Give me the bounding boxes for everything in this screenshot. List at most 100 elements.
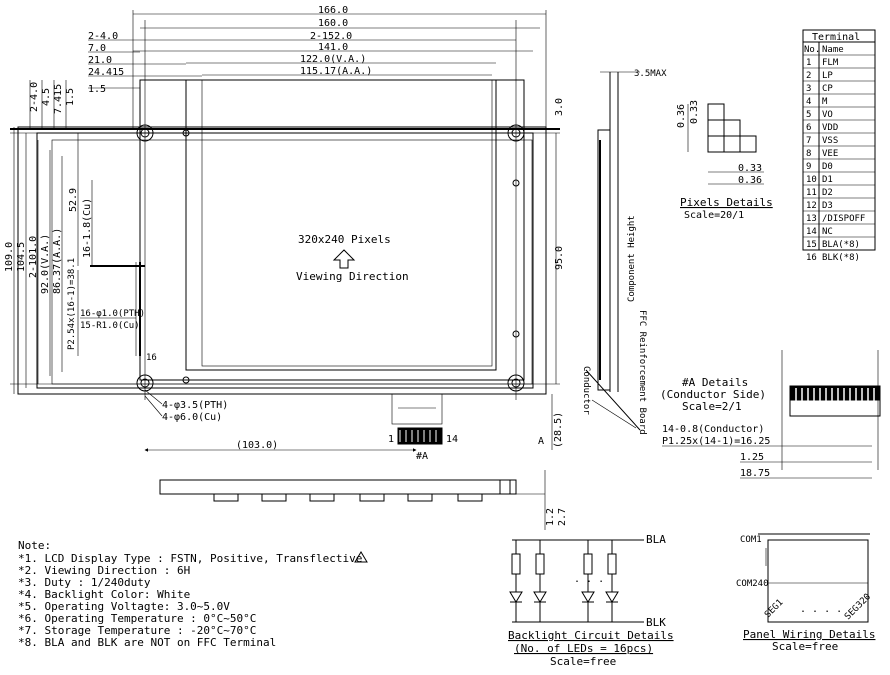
warning-icon (354, 551, 368, 563)
bottom-view: 1.2 2.7 (159, 470, 568, 530)
pixels-detail: 0.36 0.33 0.33 0.36 Pixels Details Scale… (676, 100, 773, 221)
dim-1-2: 1.2 (545, 508, 556, 526)
bla-label: BLA (646, 533, 666, 546)
note-item: *5. Operating Voltagte: 3.0~5.0V (18, 600, 230, 613)
ffc-board-label: FFC Reinforcement Board (637, 310, 647, 435)
dim-28-5: (28.5) (553, 412, 564, 448)
bezel-outline (36, 132, 534, 389)
a-dim-conductor: 14-0.8(Conductor) (662, 424, 764, 435)
viewing-label: Viewing Direction (296, 270, 409, 283)
com240-label: COM240 (736, 579, 769, 589)
dim-141: 141.0 (318, 42, 348, 53)
pin-16-label: 16 (146, 353, 157, 363)
backlight-scale: Scale=free (550, 655, 616, 668)
a-dim-1-25: 1.25 (740, 452, 764, 463)
dim-3-5-max: 3.5MAX (634, 69, 667, 79)
terminal-no: 6 (806, 123, 811, 133)
conductor-label: Conductor (581, 366, 591, 415)
terminal-name: D0 (822, 162, 833, 172)
notes: Note: *1. LCD Display Type : FSTN, Posit… (18, 539, 362, 649)
viewing-area (185, 79, 497, 371)
led-branch (509, 540, 523, 622)
dim-v-1-5: 1.5 (65, 88, 76, 106)
pad-strip (90, 262, 145, 356)
backlight-subtitle: (No. of LEDs = 16pcs) (514, 642, 653, 655)
dim-86-aa: 86.37(A.A.) (52, 228, 63, 294)
a-details-scale: Scale=2/1 (682, 400, 742, 413)
terminal-header-no: No. (804, 45, 820, 55)
vertical-dims: 109.0 104.5 2-101.0 92.0(V.A.) 86.37(A.A… (4, 127, 93, 394)
terminal-name: VEE (822, 149, 838, 159)
inner-outline (51, 139, 533, 385)
left-dimensions: 2-4.0 7.0 21.0 24.415 1.5 (88, 31, 202, 95)
terminal-name: NC (822, 227, 833, 237)
panel-wiring: COM1 COM240 SEG1 SEG320 . . . . Panel Wi… (736, 533, 875, 653)
dim-104-5: 104.5 (16, 242, 27, 272)
dim-v-2-4: 2-4.0 (29, 82, 40, 112)
led-branch (605, 540, 619, 622)
seg320-label: SEG320 (843, 592, 873, 622)
a-details-title: #A Details (682, 376, 748, 389)
dim-21: 21.0 (88, 55, 112, 66)
dim-16-1-8: 16-1.8(Cu) (82, 198, 93, 258)
fpc-pin-14: 14 (446, 434, 458, 445)
pixels-details-scale: Scale=20/1 (684, 210, 744, 221)
note-holes-cu: 4-φ6.0(Cu) (162, 412, 222, 423)
pix-dim-036b: 0.36 (738, 175, 762, 186)
note-item: *8. BLA and BLK are NOT on FFC Terminal (18, 636, 276, 649)
vertical-small-dims: 2-4.0 4.5 7.415 1.5 (29, 80, 76, 130)
panel-wiring-scale: Scale=free (772, 640, 838, 653)
backlight-title: Backlight Circuit Details (508, 629, 674, 642)
terminal-no: 11 (806, 188, 817, 198)
terminal-no: 5 (806, 110, 811, 120)
terminal-name: VDD (822, 123, 838, 133)
note-item: *4. Backlight Color: White (18, 588, 190, 601)
note-item: *2. Viewing Direction : 6H (18, 564, 190, 577)
svg-text:. . . .: . . . . (800, 604, 842, 615)
terminal-header-name: Name (822, 45, 844, 55)
pix-dim-036: 0.36 (676, 104, 687, 128)
terminal-no: 14 (806, 227, 817, 237)
terminal-no: 4 (806, 97, 811, 107)
dim-2-7: 2.7 (557, 508, 568, 526)
dim-pitch: P2.54x(16-1)=38.1 (67, 258, 77, 350)
dim-7: 7.0 (88, 43, 106, 54)
blk-label: BLK (646, 616, 666, 629)
a-details: #A Details (Conductor Side) Scale=2/1 14… (660, 350, 881, 479)
a-dim-pitch: P1.25x(14-1)=16.25 (662, 436, 770, 447)
note-item: *3. Duty : 1/240duty (18, 576, 151, 589)
note-pth-holes: 16-φ1.0(PTH) (80, 309, 145, 319)
fpc-connector (391, 393, 443, 445)
fpc-label-a: #A (416, 451, 428, 462)
pixels-label: 320x240 Pixels (298, 233, 391, 246)
terminal-name: BLK(*8) (822, 253, 860, 263)
terminal-name: D1 (822, 175, 833, 185)
dim-24-415: 24.415 (88, 67, 124, 78)
component-height-label: Component Height (627, 215, 637, 302)
pix-dim-033: 0.33 (689, 100, 700, 124)
pix-dim-033b: 0.33 (738, 163, 762, 174)
top-dimensions: 166.0 160.0 2-152.0 141.0 122.0(V.A.) 11… (132, 5, 547, 130)
terminal-name: VO (822, 110, 833, 120)
fpc-pin-1: 1 (388, 434, 394, 445)
module-outline (139, 79, 525, 381)
dim-1-5: 1.5 (88, 84, 106, 95)
note-item: *7. Storage Temperature : -20°C~70°C (18, 624, 256, 637)
terminal-name: FLM (822, 58, 839, 68)
side-view: 3.5MAX 3.0 95.0 Component Height FFC Rei… (554, 69, 667, 435)
dim-2-152: 2-152.0 (310, 31, 352, 42)
notes-title: Note: (18, 539, 51, 552)
svg-text:. . .: . . . (574, 574, 604, 585)
terminal-no: 1 (806, 58, 811, 68)
dim-160: 160.0 (318, 18, 348, 29)
terminal-name: CP (822, 84, 833, 94)
terminal-name: D3 (822, 201, 833, 211)
seg1-label: SEG1 (763, 598, 785, 620)
terminal-name: /DISPOFF (822, 214, 865, 224)
terminal-no: 8 (806, 149, 811, 159)
mounting-holes (136, 124, 525, 392)
terminal-name: D2 (822, 188, 833, 198)
dim-3-0: 3.0 (554, 98, 565, 116)
